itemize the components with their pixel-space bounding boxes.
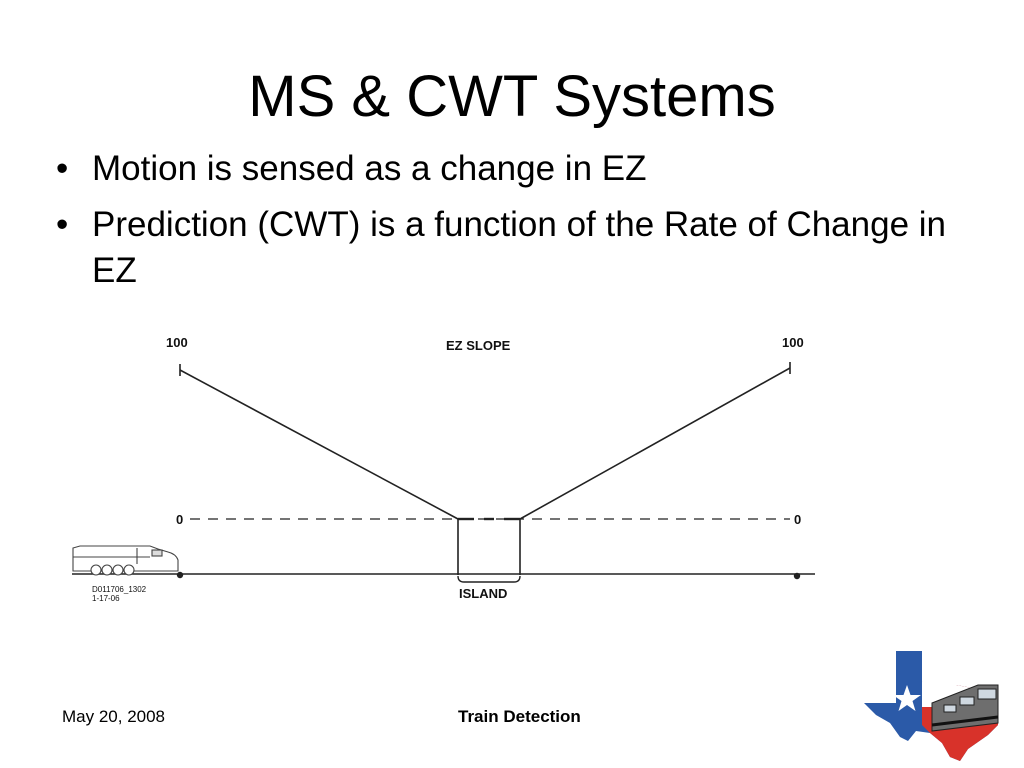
island-bracket (457, 575, 521, 583)
left-zero-label: 0 (176, 512, 183, 527)
diagram-heading: EZ SLOPE (446, 338, 511, 353)
slide-title: MS & CWT Systems (248, 64, 776, 129)
right-zero-label: 0 (794, 512, 801, 527)
right-top-label: 100 (782, 335, 804, 350)
bullet-dot-icon: • (56, 205, 69, 244)
train-icon (72, 545, 179, 576)
bullet-list: • Motion is sensed as a change in EZ • P… (56, 146, 956, 304)
bullet-dot-icon: • (56, 149, 69, 188)
left-track-dot (176, 571, 184, 579)
diagram-caption-date: 1-17-06 (92, 594, 120, 603)
left-top-label: 100 (166, 335, 188, 350)
island-label: ISLAND (459, 586, 507, 601)
diagram-caption: D011706_1302 (92, 585, 147, 594)
right-slope-line (519, 367, 791, 520)
footer-date: May 20, 2008 (62, 707, 166, 726)
bullet-text: Prediction (CWT) is a function of the Ra… (92, 205, 947, 290)
bullet-text: Motion is sensed as a change in EZ (92, 149, 647, 188)
left-slope-line (179, 369, 459, 520)
footer-title: Train Detection (458, 707, 581, 726)
bullet-item: • Prediction (CWT) is a function of the … (56, 202, 956, 294)
bullet-item: • Motion is sensed as a change in EZ (56, 146, 956, 192)
right-track-dot (793, 572, 801, 580)
ez-slope-diagram: 100 100 EZ SLOPE 0 0 ISLAND D011706_1302… (72, 335, 815, 603)
texas-star-train-logo-icon (864, 651, 999, 761)
